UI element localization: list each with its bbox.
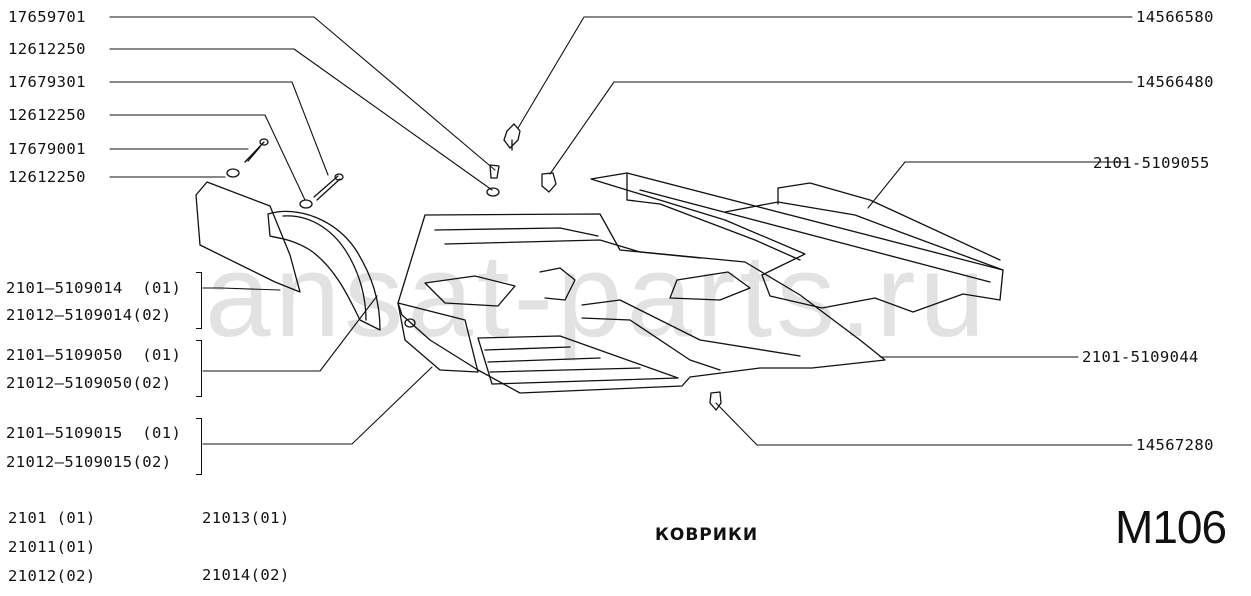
group-label-01: 2101–5109015 (01): [6, 424, 182, 442]
part-label: 12612250: [8, 106, 86, 124]
side-trims: [195, 181, 479, 373]
part-label: 2101-5109044: [1082, 348, 1199, 366]
model-label: 21012(02): [8, 567, 96, 585]
group-bracket: [196, 418, 202, 475]
part-label: 17659701: [8, 8, 86, 26]
page-title: КОВРИКИ: [655, 525, 759, 545]
model-label: 21013(01): [202, 509, 290, 527]
group-label-01: 2101–5109014 (01): [6, 279, 182, 297]
group-bracket: [196, 272, 202, 329]
group-label-02: 21012–5109050(02): [6, 374, 172, 392]
sheet-code: M106: [1115, 501, 1227, 553]
part-label: 17679301: [8, 73, 86, 91]
part-label: 12612250: [8, 40, 86, 58]
rear-mat: [590, 172, 1004, 313]
fasteners: [226, 123, 722, 411]
part-label: 2101-5109055: [1093, 154, 1210, 172]
leader-lines: [109, 16, 1133, 446]
group-label-02: 21012–5109014(02): [6, 306, 172, 324]
part-label: 14566480: [1136, 73, 1214, 91]
part-label: 14567280: [1136, 436, 1214, 454]
group-label-02: 21012–5109015(02): [6, 453, 172, 471]
model-label: 21014(02): [202, 566, 290, 584]
part-label: 17679001: [8, 140, 86, 158]
part-label: 12612250: [8, 168, 86, 186]
model-label: 2101 (01): [8, 509, 96, 527]
group-bracket: [196, 340, 202, 397]
model-label: 21011(01): [8, 538, 96, 556]
main-mat: [397, 213, 886, 394]
group-label-01: 2101–5109050 (01): [6, 346, 182, 364]
watermark: ansat-parts.ru: [205, 230, 989, 362]
part-label: 14566580: [1136, 8, 1214, 26]
